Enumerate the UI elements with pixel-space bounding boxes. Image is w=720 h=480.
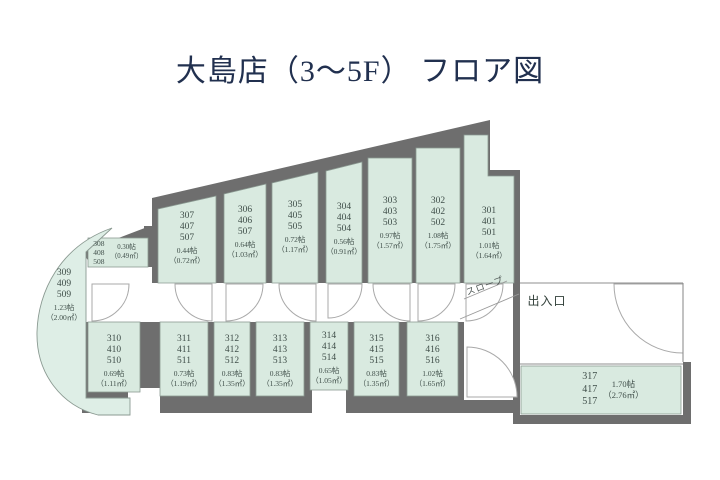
room-303-shape xyxy=(367,157,413,284)
wall-317-bottom xyxy=(513,415,691,424)
room-311-shape xyxy=(159,321,209,397)
room-313-label: 313 413 513 0.83帖 （1.35㎡） xyxy=(262,334,298,388)
room-307-shape xyxy=(157,195,217,284)
room-311-label: 311 411 511 0.73帖 （1.19㎡） xyxy=(166,334,202,388)
room-315-label: 315 415 515 0.83帖 （1.35㎡） xyxy=(358,334,395,388)
slope-ramp-lines xyxy=(459,280,520,320)
room-310-shape xyxy=(87,321,141,393)
door-arc xyxy=(278,283,317,322)
room-301-shape xyxy=(463,134,515,284)
entrance-label: 出入口 xyxy=(527,294,567,308)
room-315-shape xyxy=(353,321,400,397)
room-309-label: 309 409 509 1.23帖 （2.00㎡） xyxy=(46,268,82,322)
room-317-label: 317 417 517 1.70帖 （2.76㎡） xyxy=(582,371,644,408)
room-301-label: 301 401 501 1.01帖 （1.64㎡） xyxy=(471,206,507,260)
door-arc xyxy=(417,283,456,322)
room-shapes xyxy=(87,134,682,415)
door-arc xyxy=(174,283,213,322)
room-303-label: 303 403 503 0.97帖 （1.57㎡） xyxy=(372,196,408,250)
room-304-label: 304 404 504 0.56帖 （0.91㎡） xyxy=(326,202,362,256)
room-313-shape xyxy=(255,321,305,397)
door-swings xyxy=(91,283,684,398)
door-arc-entrance xyxy=(613,283,684,354)
room-312-label: 312 412 512 0.83帖 （1.35㎡） xyxy=(214,334,250,388)
wall-under-vestibule xyxy=(464,400,513,413)
room-310-label: 310 410 510 0.69帖 （1.11㎡） xyxy=(96,334,132,388)
wall-317-left xyxy=(513,283,520,424)
room-312-shape xyxy=(213,321,251,397)
thin-lines xyxy=(520,282,684,365)
room-309-shape xyxy=(36,227,131,416)
wall-317-right xyxy=(683,362,691,424)
room-308-shape xyxy=(87,237,149,268)
room-305-label: 305 405 505 0.72帖 （1.17㎡） xyxy=(277,200,313,254)
room-316-label: 316 416 516 1.02帖 （1.65㎡） xyxy=(414,334,451,388)
room-305-shape xyxy=(271,171,319,284)
door-arc xyxy=(372,283,411,322)
room-314-shape xyxy=(309,321,349,391)
door-arc-slope xyxy=(465,283,504,322)
bottom-wall-recesses xyxy=(128,388,346,414)
room-317-shape xyxy=(520,365,682,415)
page-title: 大島店（3～5F） フロア図 xyxy=(175,55,545,88)
room-314-label: 314 414 514 0.65帖 （1.05㎡） xyxy=(311,331,347,385)
room-302-shape xyxy=(415,147,461,284)
door-arc xyxy=(327,283,363,319)
room-304-shape xyxy=(325,161,363,284)
door-arc-vestibule xyxy=(466,346,518,398)
room-302-label: 302 402 502 1.08帖 （1.75㎡） xyxy=(420,196,456,250)
room-306-label: 306 406 507 0.64帖 （1.03㎡） xyxy=(227,205,263,259)
door-arc xyxy=(91,283,130,322)
room-306-shape xyxy=(223,183,267,284)
room-308-label: 308 408 508 0.30帖 （0.49㎡） xyxy=(93,239,143,266)
room-307-label: 307 407 507 0.44帖 （0.72㎡） xyxy=(169,211,205,265)
door-arc xyxy=(225,283,264,322)
room-316-shape xyxy=(406,321,459,397)
